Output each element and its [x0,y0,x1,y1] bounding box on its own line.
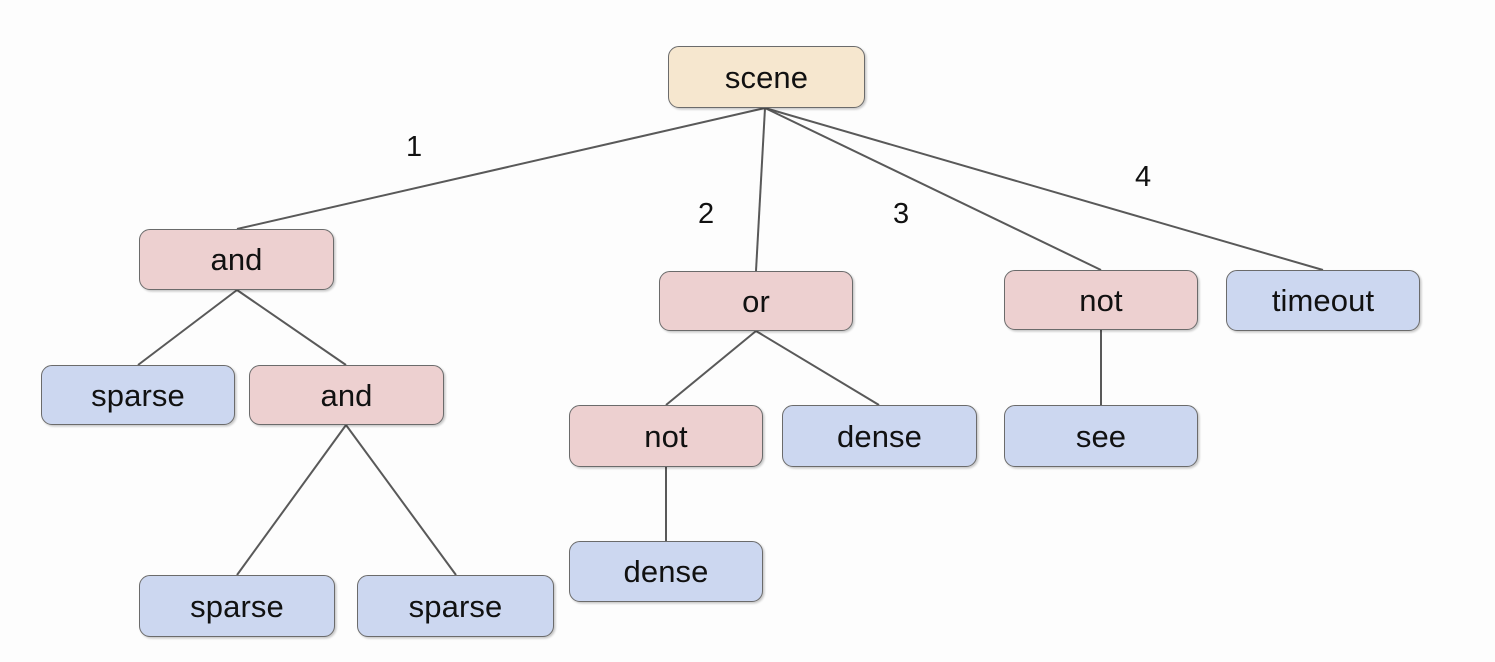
edge-label-4: 4 [1135,161,1152,193]
tree-edge [764,107,1324,271]
edge-label-1: 1 [406,131,423,163]
tree-node-scene[interactable]: scene [668,46,865,108]
tree-node-not_r[interactable]: not [1004,270,1198,330]
edge-label-2: 2 [698,198,715,230]
tree-edge [236,424,347,576]
tree-node-and2[interactable]: and [249,365,444,425]
tree-edge [345,424,457,576]
tree-node-dense2[interactable]: dense [569,541,763,602]
tree-edge [236,289,347,366]
tree-edge [665,330,757,406]
edge-label-3: 3 [893,198,910,230]
tree-edge [755,107,766,272]
tree-node-sparse1[interactable]: sparse [41,365,235,425]
tree-node-see[interactable]: see [1004,405,1198,467]
tree-node-timeout[interactable]: timeout [1226,270,1420,331]
tree-edge [137,289,238,366]
tree-edge [764,107,1102,271]
tree-node-dense1[interactable]: dense [782,405,977,467]
tree-edge [755,330,880,406]
tree-node-or1[interactable]: or [659,271,853,331]
tree-edge [236,107,766,230]
tree-node-sparse3[interactable]: sparse [357,575,554,637]
tree-node-sparse2[interactable]: sparse [139,575,335,637]
tree-node-and1[interactable]: and [139,229,334,290]
tree-node-not_m[interactable]: not [569,405,763,467]
